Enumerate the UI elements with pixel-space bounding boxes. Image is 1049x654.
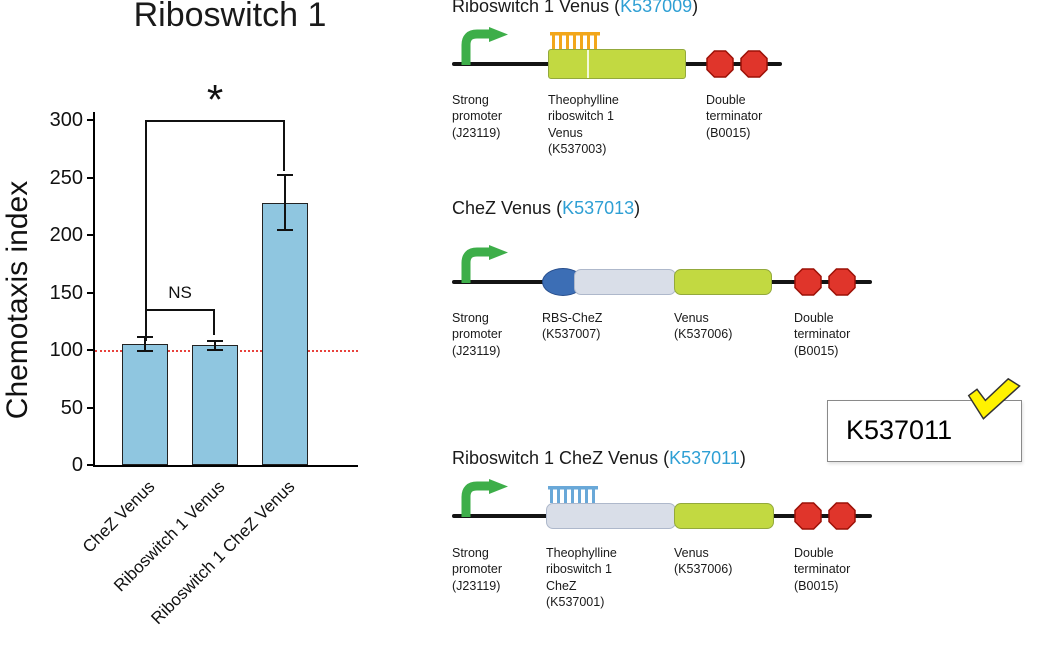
construct-chez-venus: CheZ Venus (K537013) Strong promoter (J2… (430, 198, 1049, 408)
part-label: Venus (K537006) (674, 311, 733, 342)
significance-label: * (206, 76, 224, 123)
part-label: Theophylline riboswitch 1 CheZ (K537001) (546, 546, 617, 609)
significance-bracket-leg (213, 308, 215, 336)
terminator-icon (740, 50, 768, 78)
callout-label: K537011 (846, 415, 953, 445)
y-axis-tick-label: 300 (49, 109, 83, 131)
significance-label: NS (168, 282, 192, 302)
construct-title-suffix: ) (739, 448, 746, 468)
construct-accession: K537013 (562, 198, 635, 218)
venus-gene-box (674, 269, 772, 295)
promoter-arrow-icon (461, 479, 508, 517)
promoter-arrow-icon (461, 27, 508, 65)
construct-accession: K537011 (669, 448, 740, 468)
chart-title: Riboswitch 1 (133, 0, 327, 34)
y-axis-tick-mark (87, 349, 95, 351)
construct-title-text: Riboswitch 1 Venus ( (452, 0, 621, 16)
venus-gene-box (674, 503, 774, 529)
error-bar (284, 175, 286, 231)
bar (122, 344, 168, 465)
y-axis-tick-mark (87, 406, 95, 409)
y-axis-tick-mark (87, 176, 95, 179)
riboswitch-venus-gene-box (548, 49, 686, 79)
gene-box-divider (587, 50, 589, 78)
part-label: Double terminator (B0015) (794, 546, 851, 593)
callout-box: K537011 (827, 400, 1022, 462)
bar (192, 345, 238, 465)
error-bar-cap (277, 229, 293, 232)
part-label: Double terminator (B0015) (706, 93, 763, 140)
part-label: Strong promoter (J23119) (452, 311, 503, 358)
significance-bracket-line (145, 120, 285, 122)
construct-title: CheZ Venus (K537013) (452, 198, 640, 219)
terminator-icon (794, 268, 822, 296)
construct-title: Riboswitch 1 Venus (K537009) (452, 0, 698, 17)
terminator-icon (828, 268, 856, 296)
error-bar (144, 337, 146, 352)
y-axis-tick-label: 50 (60, 396, 83, 419)
riboswitch-aptamer-icon (548, 486, 598, 503)
significance-bracket-leg (283, 120, 285, 171)
part-label: Venus (K537006) (674, 546, 733, 577)
error-bar-cap (137, 350, 153, 353)
construct-title-suffix: ) (692, 0, 699, 16)
y-axis-tick-mark (87, 464, 95, 466)
y-axis-tick-label: 100 (49, 339, 83, 361)
construct-title: Riboswitch 1 CheZ Venus (K537011) (452, 448, 746, 469)
terminator-icon (706, 50, 734, 78)
error-bar-cap (207, 339, 223, 342)
bar (262, 202, 308, 465)
construct-title-text: CheZ Venus ( (452, 198, 563, 218)
y-axis-label: Chemotaxis index (1, 180, 34, 420)
construct-title-text: Riboswitch 1 CheZ Venus ( (452, 448, 670, 468)
riboswitch-chez-gene-box (546, 503, 676, 529)
part-label: Double terminator (B0015) (794, 311, 851, 358)
y-axis-tick-label: 150 (49, 281, 83, 304)
y-axis-tick-label: 0 (71, 454, 83, 476)
y-axis-tick-mark (87, 234, 95, 236)
construct-title-suffix: ) (634, 198, 641, 218)
error-bar (214, 340, 216, 350)
y-axis-tick-mark (87, 119, 95, 121)
significance-bracket-line (145, 308, 215, 311)
part-label: Strong promoter (J23119) (452, 93, 503, 140)
significance-bracket-leg (145, 120, 147, 341)
construct-accession: K537009 (620, 0, 693, 16)
part-label: Theophylline riboswitch 1 Venus (K537003… (548, 93, 619, 156)
construct-riboswitch1-chez-venus: Riboswitch 1 CheZ Venus (K537011) St (430, 448, 1049, 654)
terminator-icon (828, 502, 856, 530)
error-bar-cap (207, 349, 223, 351)
y-axis-tick-mark (87, 291, 95, 294)
error-bar-cap (277, 174, 293, 177)
construct-riboswitch1-venus: Riboswitch 1 Venus (K537009) (430, 0, 1049, 200)
x-axis-tick-label: Riboswitch 1 CheZ Venus (147, 477, 299, 629)
part-label: Strong promoter (J23119) (452, 546, 503, 593)
y-axis-tick-label: 200 (49, 224, 83, 246)
checkmark-icon (967, 377, 1021, 420)
part-label: RBS-CheZ (K537007) (542, 311, 603, 342)
riboswitch-aptamer-icon (550, 32, 600, 49)
chemotaxis-bar-chart: Riboswitch 1 Chemotaxis index 0 50 100 150 2… (0, 0, 416, 654)
construct-diagrams: Riboswitch 1 Venus (K537009) (430, 0, 1049, 654)
chez-gene-box (574, 269, 676, 295)
y-axis-tick-label: 250 (49, 166, 83, 189)
promoter-arrow-icon (461, 245, 508, 283)
terminator-icon (794, 502, 822, 530)
